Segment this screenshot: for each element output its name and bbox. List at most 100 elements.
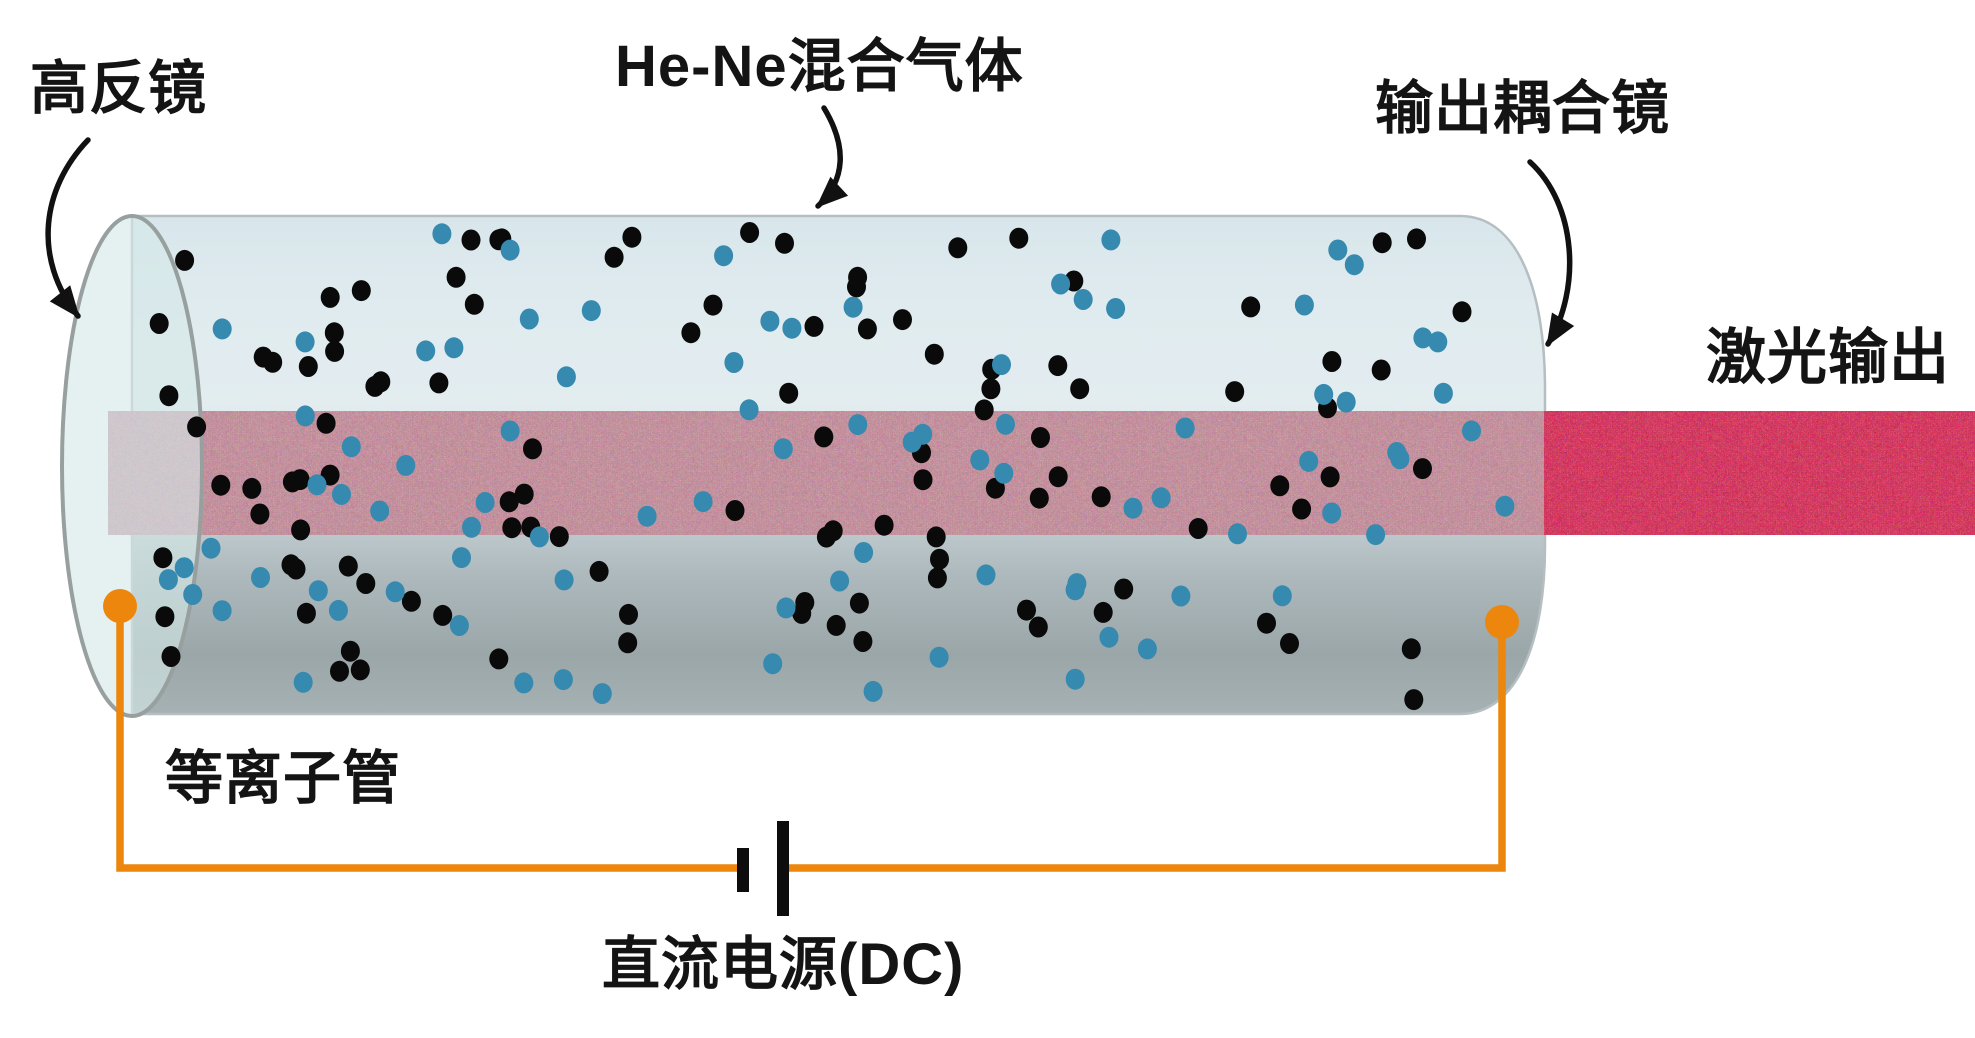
wire-right [789, 628, 1506, 872]
blue-atom [308, 580, 328, 602]
black-atom [1091, 486, 1111, 508]
arrow-output-coupler [1527, 159, 1575, 347]
black-atom [1028, 616, 1048, 638]
arrow-gas-mixture [815, 105, 849, 209]
black-atom [429, 372, 449, 394]
blue-atom [1123, 497, 1143, 519]
blue-atom [996, 413, 1015, 435]
black-atom [622, 226, 642, 248]
black-atom [464, 293, 484, 315]
black-atom [948, 237, 968, 259]
blue-atom [1065, 668, 1085, 690]
black-atom [1257, 612, 1276, 634]
blue-atom [201, 537, 221, 559]
black-atom [1401, 638, 1421, 660]
blue-atom [212, 318, 232, 340]
blue-atom [1433, 382, 1453, 404]
label-high-reflector: 高反镜 [30, 56, 208, 121]
battery-plate-short [737, 848, 749, 892]
black-atom [401, 590, 421, 612]
black-atom [446, 266, 466, 288]
black-atom [927, 567, 947, 589]
blue-atom [529, 526, 549, 548]
black-atom [618, 632, 638, 654]
black-atom [263, 351, 283, 373]
blue-atom [444, 337, 464, 359]
blue-atom [514, 672, 534, 694]
black-atom [290, 469, 310, 491]
blue-atom [1051, 273, 1071, 295]
black-atom [489, 648, 509, 670]
black-atom [926, 526, 946, 548]
wire-left [116, 612, 737, 872]
blue-atom [1099, 626, 1119, 648]
black-atom [1372, 232, 1392, 254]
blue-atom [328, 599, 348, 621]
blue-atom [1344, 254, 1364, 276]
black-atom [298, 356, 318, 377]
black-atom [981, 378, 1001, 400]
electrode-left [103, 589, 137, 623]
black-atom [604, 246, 624, 268]
blue-atom [432, 223, 452, 245]
blue-atom [307, 474, 327, 496]
black-atom [853, 631, 873, 652]
black-atom [330, 660, 349, 682]
blue-atom [970, 449, 990, 471]
blue-atom [452, 547, 471, 569]
electrode-right [1485, 605, 1519, 639]
blue-atom [385, 581, 405, 603]
black-atom [356, 573, 376, 594]
black-atom [351, 280, 371, 302]
blue-atom [1106, 298, 1126, 319]
label-dc-supply: 直流电源(DC) [602, 932, 965, 997]
black-atom [814, 426, 834, 448]
blue-atom [1314, 383, 1334, 405]
black-atom [320, 286, 340, 308]
blue-atom [293, 671, 313, 693]
blue-atom [556, 366, 576, 388]
black-atom [1241, 296, 1261, 318]
blue-atom [1137, 638, 1157, 660]
label-output-coupler: 输出耦合镜 [1375, 76, 1671, 141]
black-atom [874, 514, 894, 536]
blue-atom [739, 399, 759, 421]
blue-atom [554, 569, 574, 591]
blue-atom [462, 516, 481, 538]
blue-atom [1413, 327, 1433, 349]
laser-beam-output-noise [1544, 411, 1975, 535]
battery-plate-long [777, 821, 789, 916]
blue-atom [863, 680, 883, 702]
black-atom [826, 614, 846, 636]
blue-atom [992, 354, 1011, 376]
black-atom [175, 249, 195, 271]
blue-atom [776, 597, 796, 619]
blue-atom [693, 491, 713, 513]
blue-atom [174, 557, 194, 579]
blue-atom [724, 352, 744, 373]
blue-atom [843, 296, 863, 318]
black-atom [1114, 578, 1134, 600]
blue-atom [332, 483, 351, 505]
blue-atom [976, 564, 996, 586]
blue-atom [592, 683, 612, 705]
blue-atom [500, 239, 520, 261]
black-atom [725, 500, 745, 521]
black-atom [1322, 351, 1342, 372]
blue-atom [396, 454, 416, 476]
blue-atom [773, 438, 793, 460]
blue-atom [158, 569, 178, 591]
black-atom [924, 343, 944, 365]
black-atom [974, 399, 994, 421]
black-atom [514, 483, 534, 505]
blue-atom [714, 245, 734, 267]
black-atom [1093, 601, 1113, 623]
black-atom [502, 517, 522, 539]
black-atom [1270, 475, 1290, 497]
blue-atom [1462, 420, 1481, 442]
black-atom [433, 604, 453, 626]
blue-atom [929, 646, 949, 668]
black-atom [1404, 689, 1424, 711]
blue-atom [1101, 229, 1121, 251]
gas-atoms [149, 222, 1515, 711]
